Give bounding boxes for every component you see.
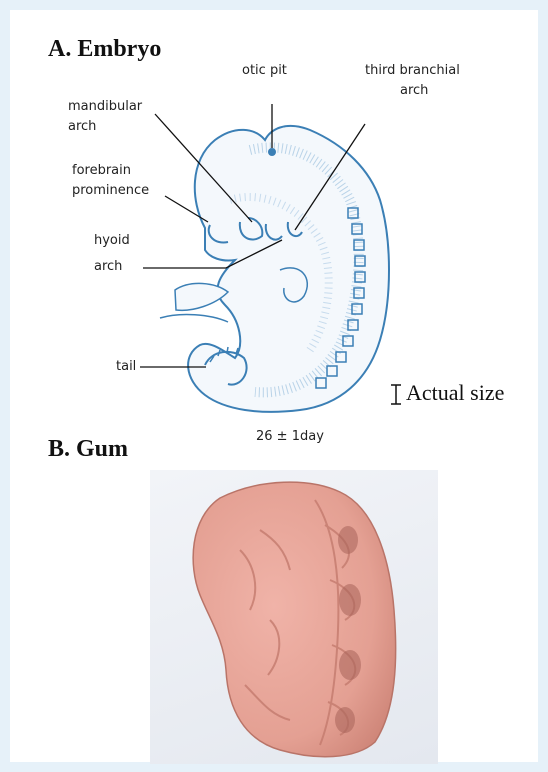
hyoid-arch-label-line2: arch: [94, 258, 122, 276]
third-branchial-arch-label-line1: third branchial: [365, 62, 460, 80]
third-branchial-arch-label-line2: arch: [400, 82, 428, 100]
actual-size-label: Actual size: [406, 380, 504, 406]
hyoid-arch-label-line1: hyoid: [94, 232, 130, 250]
mandibular-arch-label-line2: arch: [68, 118, 96, 136]
gum-photo: [150, 470, 438, 764]
forebrain-prominence-label-line1: forebrain: [72, 162, 131, 180]
mandibular-arch-label-line1: mandibular: [68, 98, 142, 116]
embryo-age-label: 26 ± 1day: [256, 428, 324, 446]
gum-model: [150, 470, 438, 764]
embryo-body-outline: [188, 126, 389, 412]
otic-pit-label: otic pit: [242, 62, 287, 80]
tail-label: tail: [116, 358, 136, 376]
forebrain-prominence-label-line2: prominence: [72, 182, 149, 200]
